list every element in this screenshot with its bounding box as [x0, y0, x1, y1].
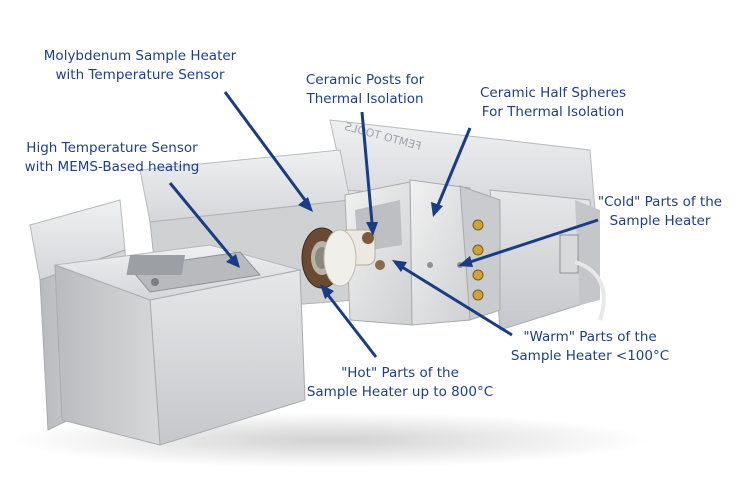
label-high-temp-sensor-line1: High Temperature Sensor [26, 140, 198, 156]
label-cold-parts-line1: "Cold" Parts of the [597, 194, 723, 210]
label-ceramic-posts-line2: Thermal Isolation [306, 91, 424, 107]
right-end-block [489, 189, 606, 331]
label-ceramic-spheres-line1: Ceramic Half Spheres [480, 85, 626, 101]
arrow-warm-parts [392, 260, 513, 337]
label-ceramic-posts: Ceramic Posts for Thermal Isolation [290, 71, 440, 109]
label-moly-heater-line2: with Temperature Sensor [55, 67, 225, 83]
callout-arrows [168, 91, 599, 358]
label-hot-parts-line2: Sample Heater up to 800°C [306, 384, 494, 400]
label-moly-heater-line1: Molybdenum Sample Heater [43, 48, 237, 64]
label-warm-parts-line1: "Warm" Parts of the [523, 329, 657, 345]
label-hot-parts-line1: "Hot" Parts of the [341, 365, 459, 381]
label-high-temp-sensor-line2: with MEMS-Based heating [24, 159, 200, 175]
label-ceramic-spheres-line2: For Thermal Isolation [481, 104, 625, 120]
label-cold-parts-line2: Sample Heater [609, 213, 711, 229]
arrow-ceramic-posts [360, 111, 378, 236]
label-warm-parts: "Warm" Parts of the Sample Heater <100°C [500, 328, 680, 366]
label-moly-heater: Molybdenum Sample Heater with Temperatur… [40, 47, 240, 85]
label-ceramic-posts-line1: Ceramic Posts for [305, 72, 425, 88]
heater-assembly [301, 179, 501, 326]
arrow-hot-parts [320, 284, 378, 358]
arrow-high-temp-sensor [168, 182, 240, 268]
label-high-temp-sensor: High Temperature Sensor with MEMS-Based … [22, 139, 202, 177]
label-hot-parts: "Hot" Parts of the Sample Heater up to 8… [295, 364, 505, 402]
label-warm-parts-line2: Sample Heater <100°C [510, 348, 670, 364]
arrow-moly-heater [223, 91, 313, 212]
label-ceramic-spheres: Ceramic Half Spheres For Thermal Isolati… [468, 84, 638, 122]
arrow-ceramic-spheres [431, 127, 472, 217]
label-cold-parts: "Cold" Parts of the Sample Heater [590, 193, 730, 231]
arrow-cold-parts [458, 218, 599, 267]
